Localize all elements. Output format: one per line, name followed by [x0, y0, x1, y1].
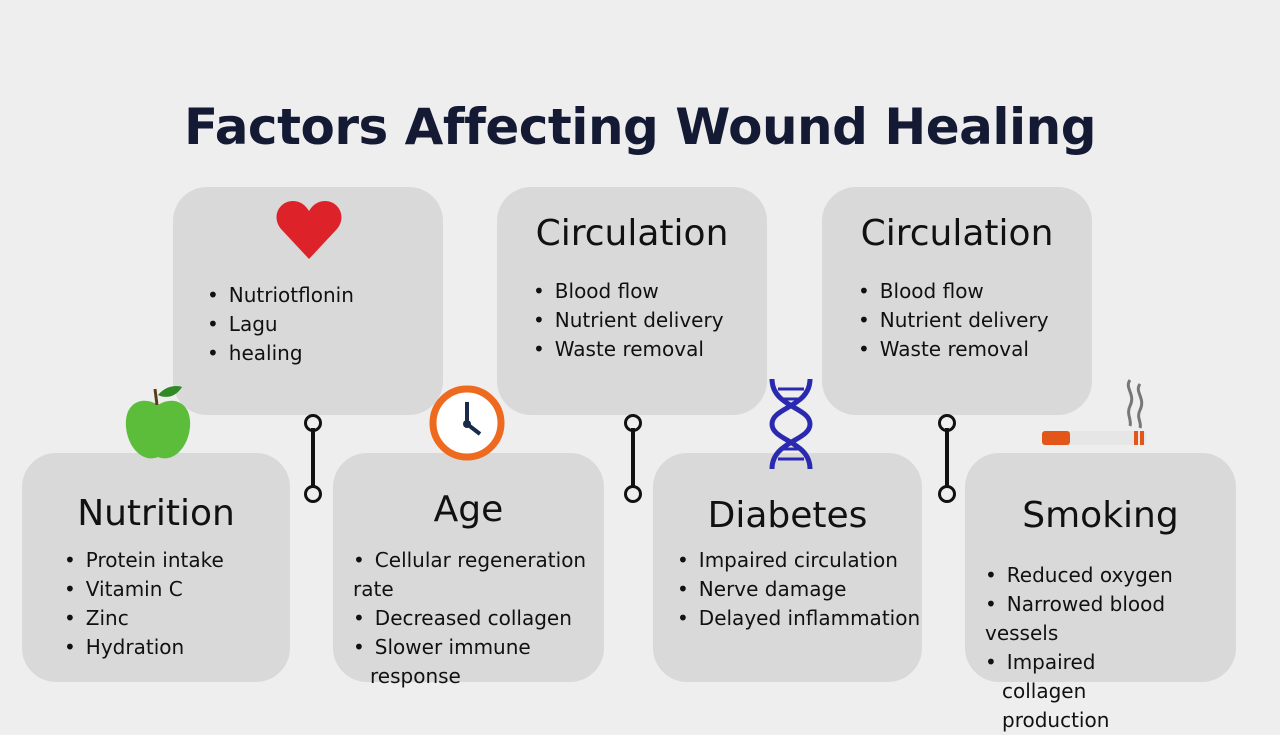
card-title: Nutrition: [77, 493, 235, 534]
list-item: Cellular regeneration rate: [353, 546, 598, 604]
list-item: Delayed inflammation: [677, 604, 920, 633]
heart-icon: [276, 201, 342, 259]
list-item: Nutrient delivery: [858, 306, 1049, 335]
card-title: Diabetes: [707, 495, 868, 536]
list-item: Impaired collagen production: [985, 648, 1182, 735]
card-age: Age Cellular regeneration rateDecreased …: [333, 453, 604, 688]
list-item: Blood flow: [858, 277, 1049, 306]
list-item: Nerve damage: [677, 575, 920, 604]
apple-icon: [125, 385, 191, 459]
card-circulation-1: Circulation Blood flowNutrient deliveryW…: [497, 187, 767, 415]
card-title: Age: [433, 489, 504, 530]
list-item: Waste removal: [858, 335, 1049, 364]
cigarette-icon: [1042, 379, 1146, 445]
list-item: Hydration: [64, 633, 224, 662]
list-item: Narrowed blood vessels: [985, 590, 1235, 648]
list-item: Waste removal: [533, 335, 724, 364]
clock-icon: [429, 385, 505, 461]
list-item: Nutrient delivery: [533, 306, 724, 335]
card-diabetes: Diabetes Impaired circulationNerve damag…: [653, 453, 922, 682]
card-circulation-2: Circulation Blood flowNutrient deliveryW…: [822, 187, 1092, 415]
list-item: Vitamin C: [64, 575, 224, 604]
dna-icon: [769, 378, 813, 470]
card-title: Smoking: [1022, 495, 1179, 536]
card-heart: NutriotfloninLaguhealing: [173, 187, 443, 415]
list-item: Nutriotflonin: [207, 281, 354, 310]
list-item: Decreased collagen: [353, 604, 598, 633]
list-item: Blood flow: [533, 277, 724, 306]
list-item: healing: [207, 339, 354, 368]
list-item: Reduced oxygen: [985, 561, 1235, 590]
card-smoking: Smoking Reduced oxygenNarrowed blood ves…: [965, 453, 1236, 732]
list-item: Protein intake: [64, 546, 224, 575]
page-title: Factors Affecting Wound Healing: [183, 98, 1097, 156]
card-nutrition: Nutrition Protein intakeVitamin CZincHyd…: [22, 453, 290, 682]
list-item: Lagu: [207, 310, 354, 339]
card-title: Circulation: [535, 213, 729, 254]
list-item: Slower immune response: [353, 633, 540, 691]
list-item: Impaired circulation: [677, 546, 920, 575]
card-title: Circulation: [860, 213, 1054, 254]
list-item: Zinc: [64, 604, 224, 633]
